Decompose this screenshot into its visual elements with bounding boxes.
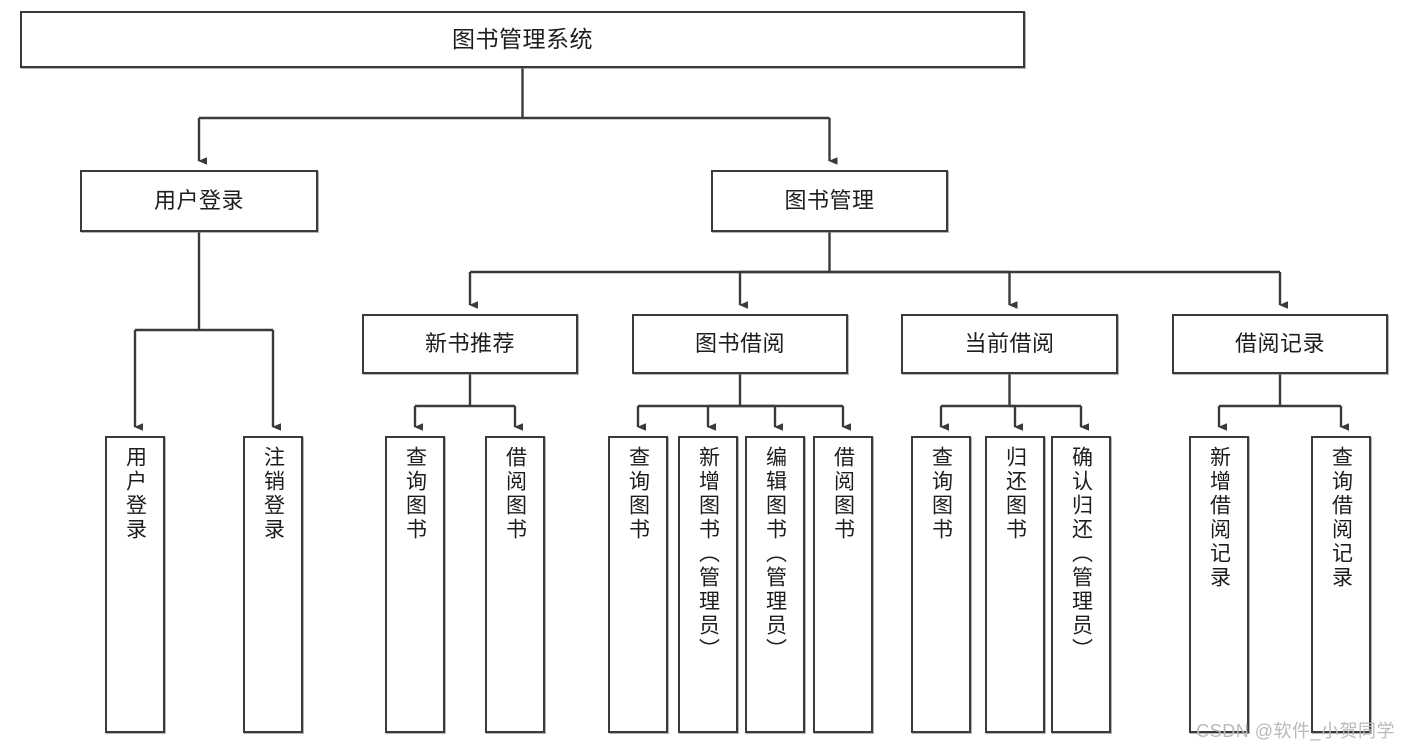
node-current-borrow[interactable]: 当前借阅: [901, 314, 1118, 374]
node-new-book-recommend[interactable]: 新书推荐: [362, 314, 578, 374]
node-leaf-add-record[interactable]: 新增借阅记录: [1189, 436, 1249, 733]
node-label-leaf-add-record: 新增借阅记录: [1207, 446, 1231, 590]
node-label-leaf-borrow-book-1: 借阅图书: [503, 446, 527, 542]
node-leaf-borrow-book-2[interactable]: 借阅图书: [813, 436, 873, 733]
node-label-leaf-borrow-book-2: 借阅图书: [831, 446, 855, 542]
node-leaf-query-book-3[interactable]: 查询图书: [911, 436, 971, 733]
node-label-book-manage: 图书管理: [784, 188, 875, 214]
node-label-current-borrow: 当前借阅: [964, 331, 1055, 357]
node-leaf-query-book-1[interactable]: 查询图书: [385, 436, 445, 733]
node-leaf-edit-book[interactable]: 编辑图书（管理员）: [745, 436, 805, 733]
node-book-manage[interactable]: 图书管理: [711, 170, 948, 232]
node-label-book-borrow: 图书借阅: [694, 331, 785, 357]
node-label-leaf-add-book: 新增图书（管理员）: [696, 446, 720, 662]
node-leaf-return-book[interactable]: 归还图书: [985, 436, 1045, 733]
node-label-leaf-query-book-1: 查询图书: [403, 446, 427, 542]
node-leaf-confirm-return[interactable]: 确认归还（管理员）: [1051, 436, 1111, 733]
node-leaf-query-record[interactable]: 查询借阅记录: [1311, 436, 1371, 733]
node-leaf-user-logout[interactable]: 注销登录: [243, 436, 303, 733]
watermark-text: CSDN @软件_小贺同学: [1196, 721, 1395, 741]
node-leaf-user-login[interactable]: 用户登录: [105, 436, 165, 733]
node-label-leaf-query-book-2: 查询图书: [626, 446, 650, 542]
node-label-leaf-user-login: 用户登录: [123, 446, 147, 542]
node-label-leaf-query-book-3: 查询图书: [929, 446, 953, 542]
node-label-leaf-user-logout: 注销登录: [261, 446, 285, 542]
node-label-new-book-recommend: 新书推荐: [424, 331, 515, 357]
node-leaf-borrow-book-1[interactable]: 借阅图书: [485, 436, 545, 733]
node-label-leaf-query-record: 查询借阅记录: [1329, 446, 1353, 590]
node-label-leaf-confirm-return: 确认归还（管理员）: [1069, 446, 1093, 662]
node-root[interactable]: 图书管理系统: [20, 11, 1025, 68]
node-user-login[interactable]: 用户登录: [80, 170, 318, 232]
node-borrow-record[interactable]: 借阅记录: [1172, 314, 1388, 374]
node-label-borrow-record: 借阅记录: [1234, 331, 1325, 357]
node-label-root: 图书管理系统: [452, 25, 593, 52]
node-leaf-add-book[interactable]: 新增图书（管理员）: [678, 436, 738, 733]
node-leaf-query-book-2[interactable]: 查询图书: [608, 436, 668, 733]
node-label-leaf-edit-book: 编辑图书（管理员）: [763, 446, 787, 662]
node-label-user-login: 用户登录: [153, 188, 244, 214]
node-label-leaf-return-book: 归还图书: [1003, 446, 1027, 542]
node-book-borrow[interactable]: 图书借阅: [632, 314, 848, 374]
